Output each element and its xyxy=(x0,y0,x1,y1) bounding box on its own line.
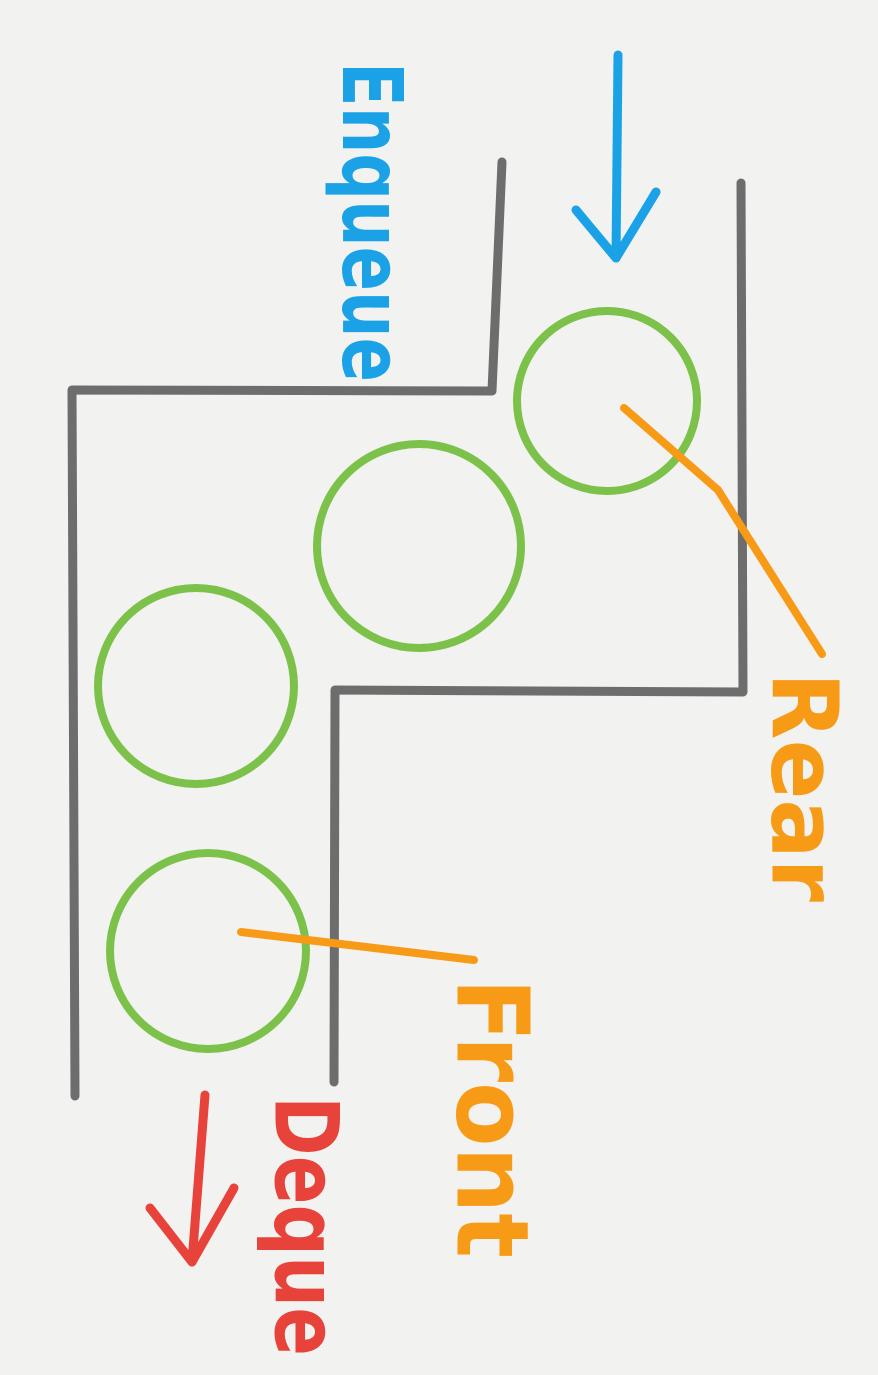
queue-item-1 xyxy=(513,307,701,495)
enqueue-arrow-icon xyxy=(571,50,661,263)
queue-items xyxy=(94,307,701,1053)
rear-label: Rear xyxy=(751,672,858,903)
channel-inner-wall xyxy=(67,157,507,1101)
channel-outer-wall xyxy=(329,178,748,1087)
dequeue-label: Deque xyxy=(255,1096,358,1356)
queue-channel xyxy=(67,157,748,1101)
queue-item-4 xyxy=(106,849,310,1053)
enqueue-label: Enqueue xyxy=(323,62,421,382)
front-label: Front xyxy=(434,978,551,1258)
dequeue-arrow-icon xyxy=(145,1090,239,1267)
rear-pointer-line xyxy=(620,404,826,658)
queue-item-3 xyxy=(94,584,298,788)
queue-item-2 xyxy=(313,440,525,652)
front-pointer-line xyxy=(237,928,478,964)
